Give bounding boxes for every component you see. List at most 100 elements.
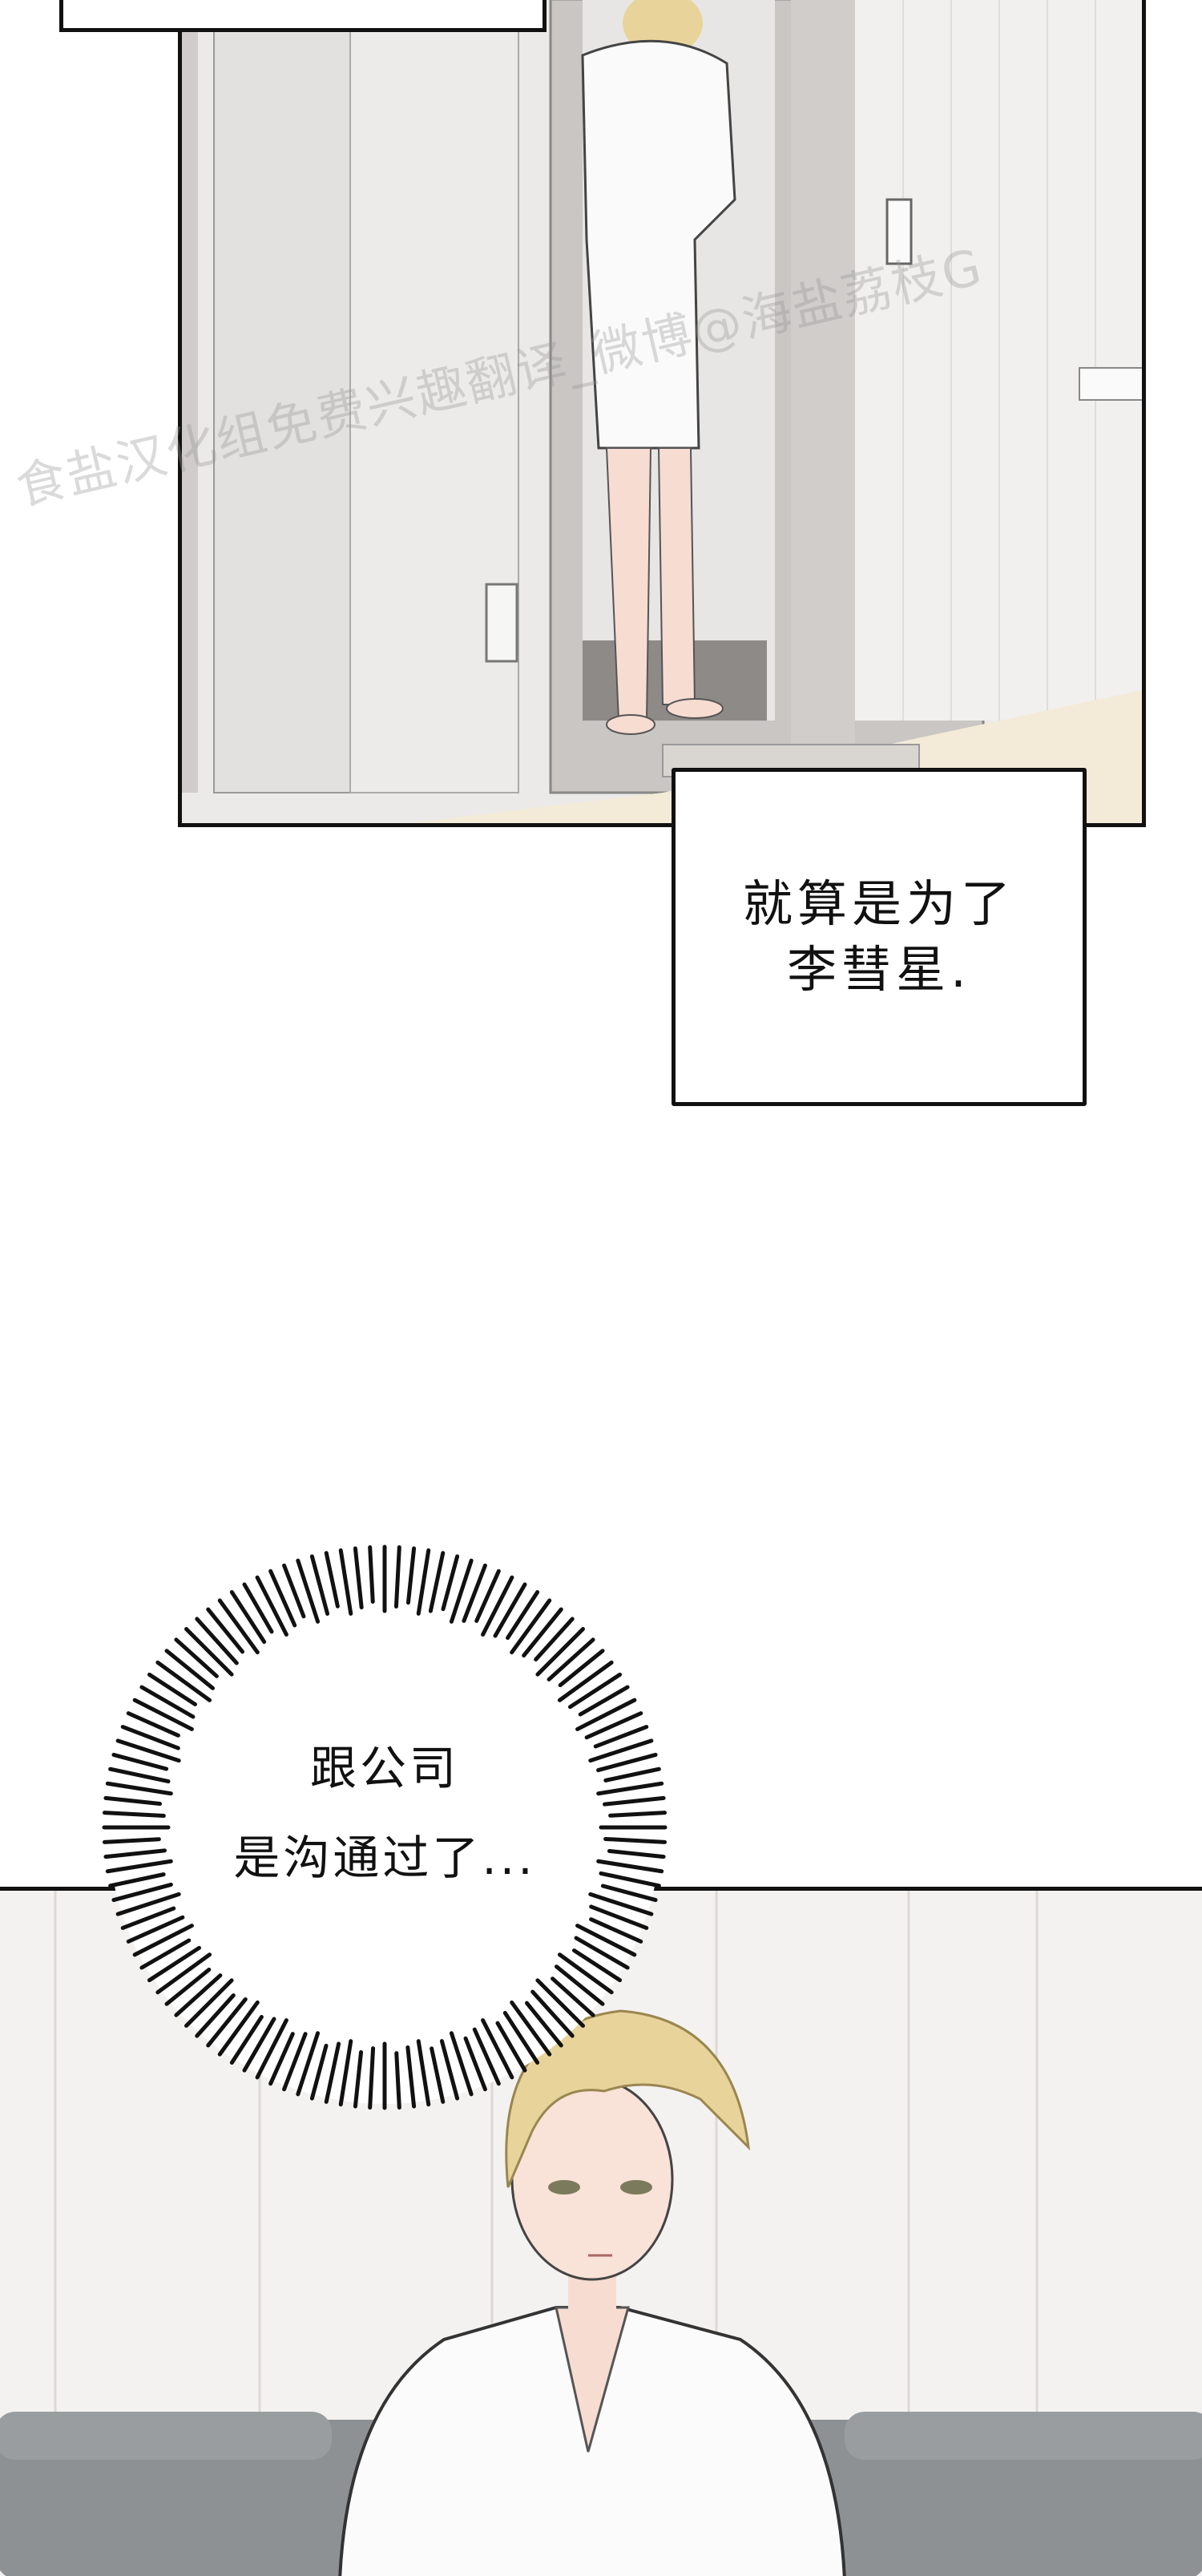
burst-line (115, 1892, 181, 1916)
burst-line (126, 1711, 180, 1738)
burst-line (105, 1781, 173, 1796)
burst-line (120, 1725, 180, 1750)
burst-line (599, 1871, 661, 1888)
burst-line (174, 1637, 219, 1678)
burst-line (588, 1738, 654, 1763)
thought-bubble-text: 跟公司 是沟通过了... (104, 1723, 665, 1903)
burst-line (147, 1945, 202, 1983)
burst-line (338, 1548, 353, 1616)
burst-line (502, 2010, 540, 2065)
burst-line (126, 1915, 185, 1944)
burst-line (309, 2043, 329, 2101)
burst-line (557, 1660, 614, 1702)
burst-line (607, 1848, 666, 1859)
outlet-icon (485, 583, 518, 663)
burst-line (184, 1978, 234, 2028)
burst-line (510, 1598, 552, 1655)
burst-line (506, 1589, 540, 1640)
burst-line (174, 1973, 223, 2017)
burst-line (268, 1569, 297, 1628)
burst-line (393, 1544, 401, 1609)
burst-line (111, 1882, 173, 1903)
burst-line (603, 1836, 668, 1844)
burst-line (463, 2036, 487, 2092)
burst-line (593, 1725, 649, 1749)
burst-line (229, 2015, 264, 2065)
burst-line (547, 1637, 595, 1682)
burst-line (530, 1989, 575, 2038)
burst-line (588, 1892, 654, 1916)
burst-line (600, 1884, 658, 1903)
burst-line (524, 2001, 563, 2048)
burst-line (449, 1558, 474, 1624)
burst-line (554, 1964, 605, 2006)
burst-line (102, 1837, 161, 1844)
burst-line (255, 2018, 288, 2080)
burst-line (282, 1563, 306, 1619)
burst-line (108, 1766, 171, 1784)
burst-line (368, 2046, 376, 2110)
burst-line (353, 1546, 364, 1610)
burst-line (428, 1551, 446, 1613)
burst-line (115, 1738, 181, 1763)
doorway-scene-illustration (182, 0, 1142, 823)
burst-line (206, 1997, 248, 2048)
burst-line (108, 1872, 166, 1888)
burst-line (394, 2051, 401, 2110)
burst-line (441, 1554, 460, 1612)
burst-line (164, 1967, 212, 2006)
thought-line-1: 跟公司 (309, 1741, 459, 1795)
burst-line (534, 1617, 575, 1661)
burst-line (296, 2031, 321, 2097)
burst-line (474, 1569, 501, 1623)
burst-line (567, 1672, 623, 1710)
burst-line (229, 1589, 267, 1645)
burst-line (324, 1551, 340, 1609)
burst-line (449, 2031, 474, 2097)
burst-line (608, 1811, 668, 1818)
burst-line (589, 1904, 649, 1930)
burst-line (535, 1627, 585, 1677)
burst-line (120, 1906, 176, 1930)
burst-line (462, 1563, 487, 1623)
burst-line (164, 1649, 216, 1690)
burst-line (132, 1698, 194, 1731)
burst-line (416, 2039, 431, 2107)
burst-line (103, 1795, 163, 1807)
burst-line (510, 2000, 552, 2057)
burst-line (575, 1924, 637, 1957)
burst-line (551, 1976, 595, 2017)
burst-line (324, 2041, 341, 2104)
burst-line (338, 2039, 353, 2107)
burst-line (603, 1766, 661, 1783)
burst-line (184, 1627, 234, 1677)
burst-line (416, 1548, 431, 1616)
thought-line-2: 是沟通过了... (233, 1831, 536, 1885)
burst-line (584, 1711, 643, 1740)
burst-line (155, 1660, 212, 1702)
burst-line (242, 2017, 276, 2073)
burst-line (495, 2021, 527, 2073)
burst-line (242, 1582, 274, 1634)
burst-line (596, 1752, 658, 1773)
burst-line (493, 1582, 527, 1638)
burst-line (309, 1554, 330, 1616)
burst-line (102, 1811, 166, 1819)
burst-line (522, 1607, 563, 1658)
burst-line (481, 2018, 514, 2080)
burst-line (574, 1936, 630, 1970)
burst-line (195, 1993, 236, 2038)
burst-line (111, 1752, 169, 1771)
burst-line (405, 2045, 417, 2109)
burst-line (589, 1917, 643, 1944)
burst-line (472, 2027, 501, 2086)
burst-line (147, 1672, 197, 1706)
caption-line-2: 李彗星. (787, 940, 971, 999)
burst-line (155, 1952, 212, 1995)
burst-line (296, 1558, 321, 1624)
burst-line (353, 2049, 364, 2109)
burst-line (602, 1795, 666, 1807)
caption-line-1: 就算是为了 (742, 874, 1015, 933)
burst-line (139, 1685, 196, 1719)
burst-line (535, 1978, 585, 2028)
